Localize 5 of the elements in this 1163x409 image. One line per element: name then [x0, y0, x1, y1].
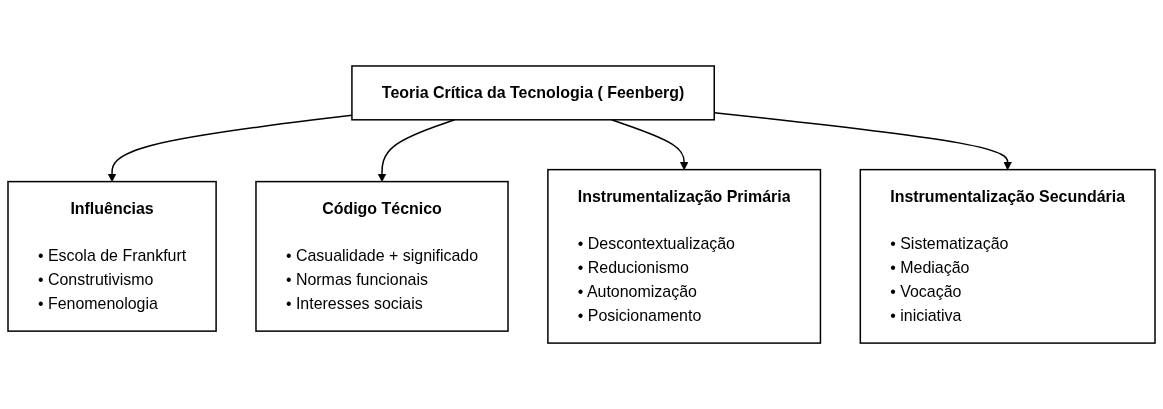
node-box: Código Técnico • Casualidade + significado • Normas funcionais • Interesses sociais	[255, 180, 509, 332]
node-box: Instrumentalização Secundária • Sistematização • Mediação • Vocação • iniciativa	[859, 168, 1156, 344]
node-box: Teoria Crítica da Tecnologia ( Feenberg)	[351, 65, 715, 121]
node-box: Influências • Escola de Frankfurt • Construtivismo • Fenomenologia	[7, 180, 217, 332]
node-box: Instrumentalização Primária • Descontextualização • Reducionismo • Autonomização • Posicionamento	[547, 168, 822, 344]
